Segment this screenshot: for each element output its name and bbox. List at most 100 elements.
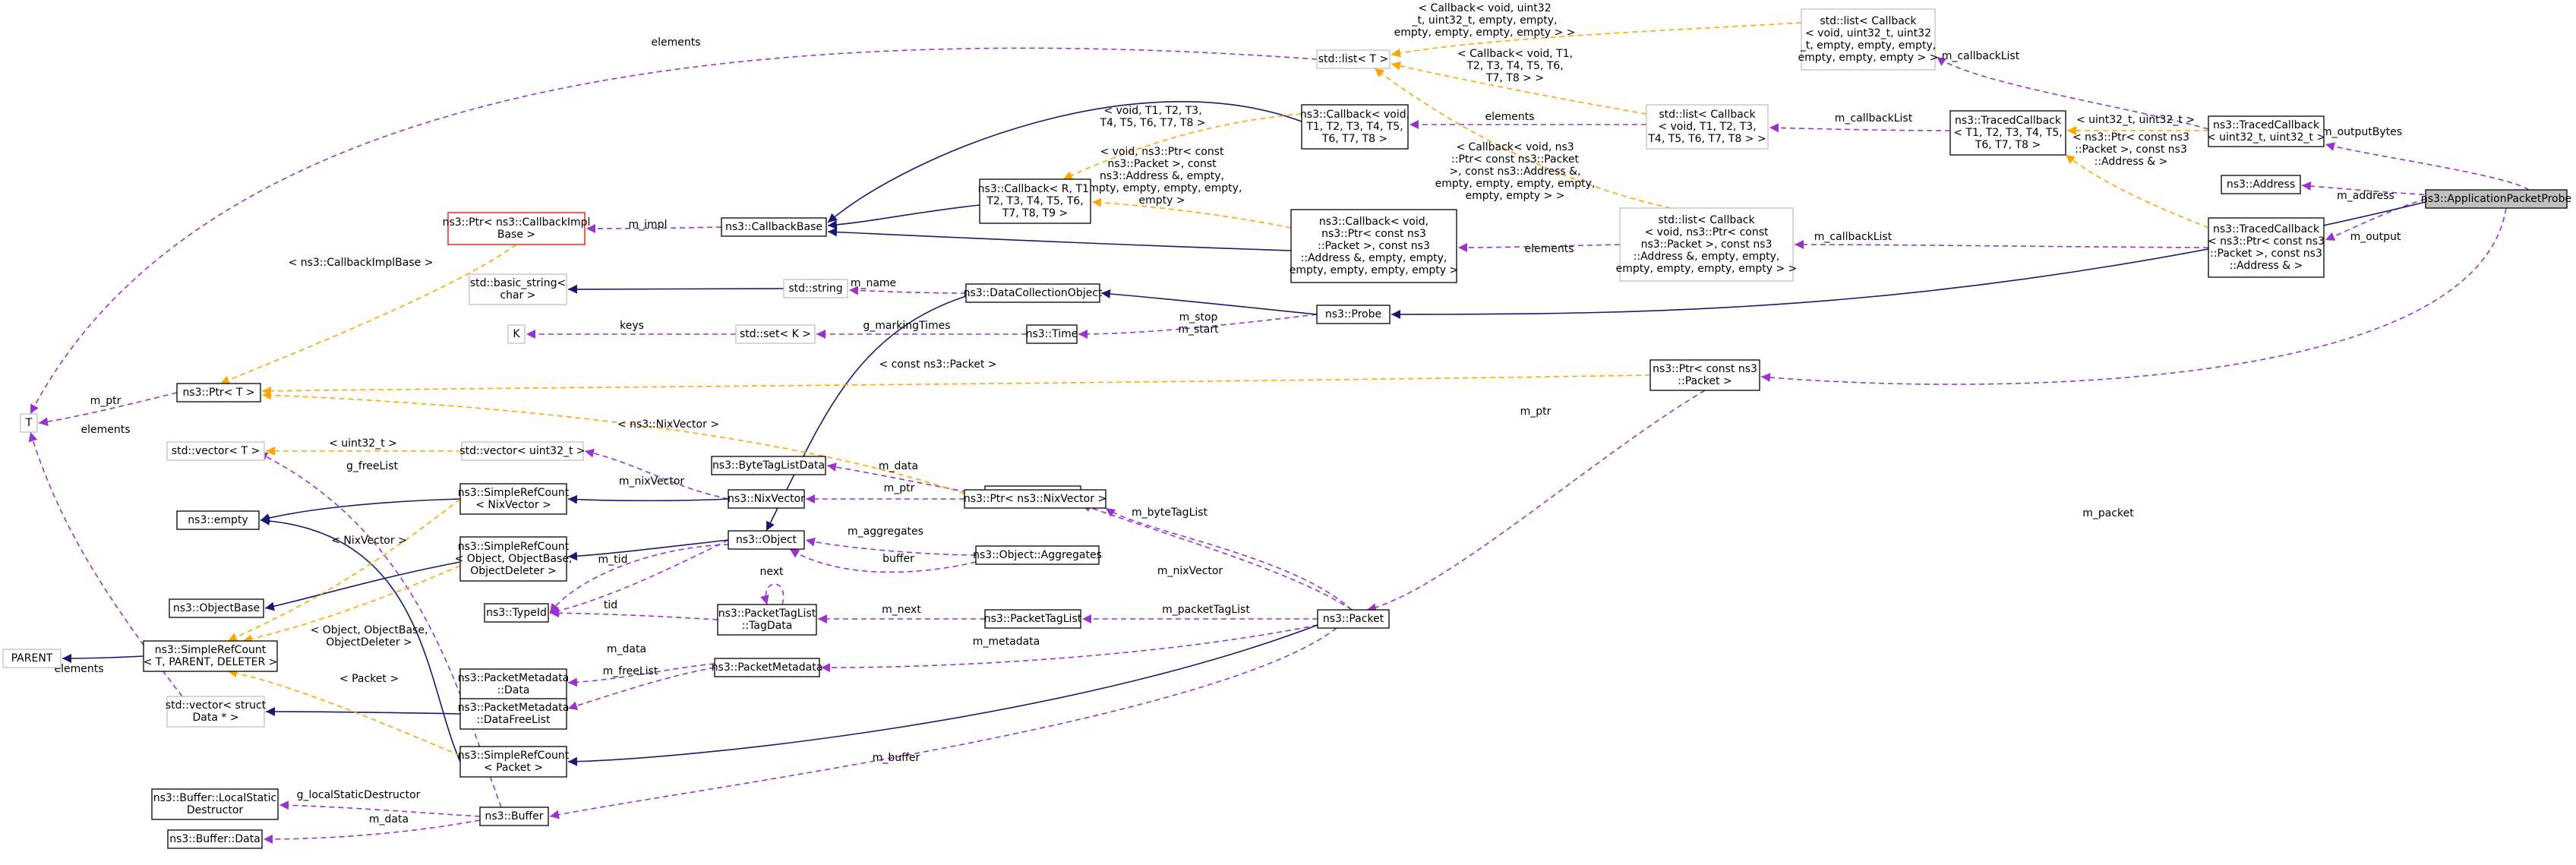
node-address[interactable]: ns3::Address xyxy=(2221,175,2301,194)
inheritance-edge xyxy=(766,295,967,532)
node-buf-data[interactable]: ns3::Buffer::Data xyxy=(167,829,263,849)
usage-edge xyxy=(28,431,183,697)
node-buffer[interactable]: ns3::Buffer xyxy=(479,807,549,826)
node-box xyxy=(1949,110,2066,156)
node-pm-dfl[interactable]: ns3::PacketMetadata::DataFreeList xyxy=(458,698,570,730)
node-pm[interactable]: ns3::PacketMetadata xyxy=(712,658,823,677)
node-traced-cb-gen[interactable]: ns3::TracedCallback< T1, T2, T3, T4, T5,… xyxy=(1949,110,2066,156)
node-src-nixv[interactable]: ns3::SimpleRefCount< NixVector > xyxy=(458,483,570,515)
node-packet[interactable]: ns3::Packet xyxy=(1317,609,1390,629)
node-label: ns3::SimpleRefCount< T, PARENT, DELETER … xyxy=(144,644,278,668)
node-label: ns3::ByteTagListData xyxy=(712,459,825,472)
edge-label: m_callbackList xyxy=(1814,231,1893,243)
node-box xyxy=(20,413,38,433)
node-cb-rt[interactable]: ns3::Callback< R, T1,T2, T3, T4, T5, T6,… xyxy=(978,178,1093,224)
node-dco[interactable]: ns3::DataCollectionObject xyxy=(964,283,1103,303)
node-box xyxy=(1646,104,1769,150)
node-t[interactable]: T xyxy=(20,413,38,433)
edge-label: g_freeList xyxy=(346,460,398,472)
node-cb-pkt[interactable]: ns3::Callback< void,ns3::Ptr< const ns3:… xyxy=(1290,209,1459,283)
edge-label: m_impl xyxy=(629,219,668,231)
node-obj-aggr[interactable]: ns3::Object::Aggregates xyxy=(973,545,1102,565)
node-list-t[interactable]: std::list< T > xyxy=(1316,49,1391,69)
inheritance-edge xyxy=(827,204,980,229)
node-probe[interactable]: ns3::Probe xyxy=(1316,305,1391,324)
node-box xyxy=(1316,305,1391,324)
template-edge xyxy=(261,390,965,494)
node-cb-base[interactable]: ns3::CallbackBase xyxy=(721,217,827,237)
node-list-cb-u32[interactable]: std::list< Callback< void, uint32_t, uin… xyxy=(1798,8,1939,71)
edge-label: m_ptr xyxy=(1520,406,1552,418)
edge-label: m_buffer xyxy=(873,752,920,764)
edge-label: m_freeList xyxy=(603,665,658,677)
usage-edge xyxy=(1769,123,1951,133)
usage-edge xyxy=(567,667,715,711)
node-set-k[interactable]: std::set< K > xyxy=(735,324,816,344)
node-time[interactable]: ns3::Time xyxy=(1026,324,1078,344)
inheritance-edge xyxy=(265,707,461,717)
node-traced-cb-out[interactable]: ns3::TracedCallback< uint32_t, uint32_t … xyxy=(2207,115,2325,147)
node-ptr-pkt[interactable]: ns3::Ptr< const ns3::Packet > xyxy=(1649,359,1760,391)
node-box xyxy=(964,489,1106,509)
edge-label: m_ptr xyxy=(90,395,122,407)
node-list-cb-pkt[interactable]: std::list< Callback< void, ns3::Ptr< con… xyxy=(1616,207,1798,282)
template-edge xyxy=(242,565,461,644)
node-label: std::basic_string<char > xyxy=(470,277,566,301)
inheritance-edge xyxy=(567,539,729,561)
node-empty[interactable]: ns3::empty xyxy=(176,510,260,530)
node-probe-app[interactable]: ns3::ApplicationPacketProbe xyxy=(2421,189,2571,209)
node-src-obj[interactable]: ns3::SimpleRefCount< Object, ObjectBase,… xyxy=(455,536,573,582)
edge-label: < Callback< void, ns3::Ptr< const ns3::P… xyxy=(1435,141,1596,202)
node-objbase[interactable]: ns3::ObjectBase xyxy=(169,598,264,618)
node-basic-string[interactable]: std::basic_string<char > xyxy=(469,273,567,305)
node-traced-cb-pkt[interactable]: ns3::TracedCallback< ns3::Ptr< const ns3… xyxy=(2208,217,2325,278)
node-box xyxy=(1026,324,1078,344)
edge-label: m_aggregates xyxy=(848,526,923,538)
node-string[interactable]: std::string xyxy=(783,279,848,298)
edge-label: m_packet xyxy=(2082,507,2134,519)
usage-edge xyxy=(549,627,1337,819)
node-list-cb-gen[interactable]: std::list< Callback< void, T1, T2, T3,T4… xyxy=(1646,104,1769,150)
usage-edge xyxy=(30,47,1318,415)
usage-edge xyxy=(2325,142,2530,191)
node-label: ns3::empty xyxy=(188,514,248,526)
usage-edge xyxy=(1078,314,1318,339)
node-pm-data[interactable]: ns3::PacketMetadata::Data xyxy=(458,668,570,700)
edge-label: elements xyxy=(54,663,103,675)
node-ptl-td[interactable]: ns3::PacketTagList::TagData xyxy=(717,604,817,636)
node-src-pkt[interactable]: ns3::SimpleRefCount< Packet > xyxy=(458,746,570,778)
node-ptr-nixv[interactable]: ns3::Ptr< ns3::NixVector > xyxy=(964,489,1106,509)
node-src-generic[interactable]: ns3::SimpleRefCount< T, PARENT, DELETER … xyxy=(143,640,278,672)
node-object[interactable]: ns3::Object xyxy=(728,530,805,550)
node-typeid[interactable]: ns3::TypeId xyxy=(484,603,549,623)
node-label: ns3::PacketMetadata xyxy=(712,661,823,674)
node-label: ns3::Packet xyxy=(1323,613,1384,625)
node-ptr-t[interactable]: ns3::Ptr< T > xyxy=(176,383,261,403)
node-parent[interactable]: PARENT xyxy=(2,649,62,668)
node-label: ns3::PacketMetadata::Data xyxy=(458,672,570,696)
node-box xyxy=(783,279,848,298)
node-box xyxy=(459,698,567,730)
node-k[interactable]: K xyxy=(507,324,526,344)
node-cb-void[interactable]: ns3::Callback< void,T1, T2, T3, T4, T5,T… xyxy=(1300,104,1410,150)
node-vec-t[interactable]: std::vector< T > xyxy=(166,441,265,461)
node-ptl[interactable]: ns3::PacketTagList xyxy=(984,609,1082,629)
edge-label: m_name xyxy=(851,277,896,289)
node-box xyxy=(965,283,1100,303)
node-box xyxy=(484,603,549,623)
usage-edge xyxy=(1081,503,1353,611)
inheritance-edge xyxy=(827,101,1302,223)
node-vec-u32[interactable]: std::vector< uint32_t > xyxy=(459,441,586,461)
usage-edge xyxy=(2325,198,2426,241)
node-nixv[interactable]: ns3::NixVector xyxy=(728,489,805,509)
edge-label: m_data xyxy=(607,643,646,655)
node-label: ns3::NixVector xyxy=(728,493,805,505)
node-box xyxy=(1801,8,1936,71)
node-label: ns3::TracedCallback< T1, T2, T3, T4, T5,… xyxy=(1953,115,2063,151)
node-btld[interactable]: ns3::ByteTagListData xyxy=(711,456,826,475)
